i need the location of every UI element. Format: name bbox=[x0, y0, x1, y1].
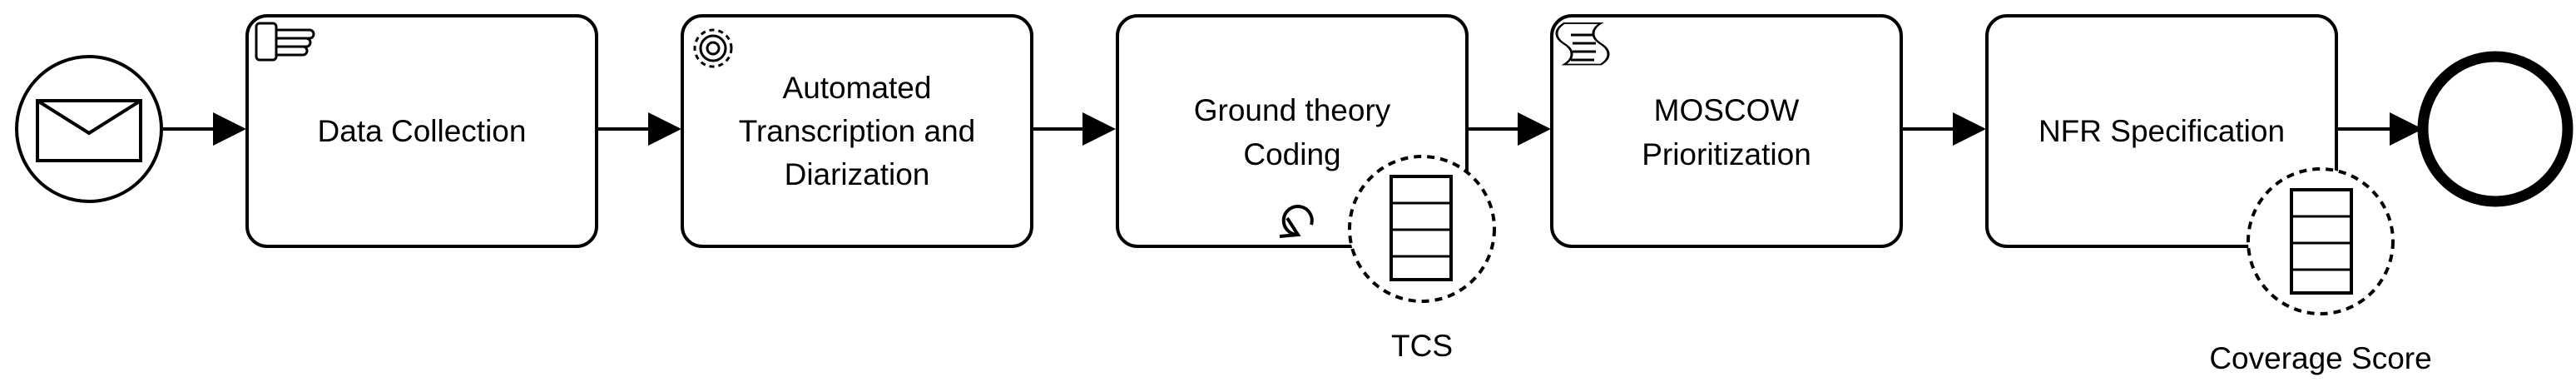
task-moscow-prioritization[interactable]: MOSCOW Prioritization bbox=[1550, 14, 1903, 248]
task-ground-theory-coding-line-1: Ground theory bbox=[1194, 93, 1391, 127]
task-automated-transcription-line-3: Diarization bbox=[785, 157, 930, 191]
task-data-collection-label: Data Collection bbox=[318, 114, 527, 148]
envelope-icon bbox=[36, 99, 142, 162]
data-object-tcs-label: TCS bbox=[1391, 329, 1453, 363]
service-task-gear-icon bbox=[693, 28, 733, 68]
task-moscow-prioritization-line-2: Prioritization bbox=[1642, 137, 1811, 171]
manual-task-hand-icon bbox=[255, 22, 315, 62]
data-object-icon bbox=[2290, 188, 2353, 295]
data-object-coverage-score[interactable]: Coverage Score bbox=[2209, 167, 2432, 375]
message-start-event[interactable] bbox=[15, 55, 163, 203]
task-ground-theory-coding-line-2: Coding bbox=[1243, 137, 1340, 171]
task-data-collection[interactable]: Data Collection bbox=[245, 14, 598, 248]
data-object-coverage-score-label: Coverage Score bbox=[2209, 341, 2431, 375]
script-task-icon bbox=[1555, 22, 1610, 66]
data-object-icon bbox=[1390, 175, 1453, 281]
task-nfr-specification-label: NFR Specification bbox=[2039, 114, 2285, 148]
end-event[interactable] bbox=[2417, 51, 2574, 207]
task-automated-transcription-line-1: Automated bbox=[783, 71, 932, 105]
task-moscow-prioritization-line-1: MOSCOW bbox=[1654, 93, 1800, 127]
loop-marker-icon bbox=[1279, 205, 1314, 238]
data-object-tcs[interactable]: TCS bbox=[1348, 155, 1496, 363]
task-automated-transcription-line-2: Transcription and bbox=[739, 114, 976, 148]
task-automated-transcription[interactable]: Automated Transcription and Diarization bbox=[681, 14, 1033, 248]
task-nfr-specification[interactable]: NFR Specification bbox=[1985, 14, 2338, 248]
